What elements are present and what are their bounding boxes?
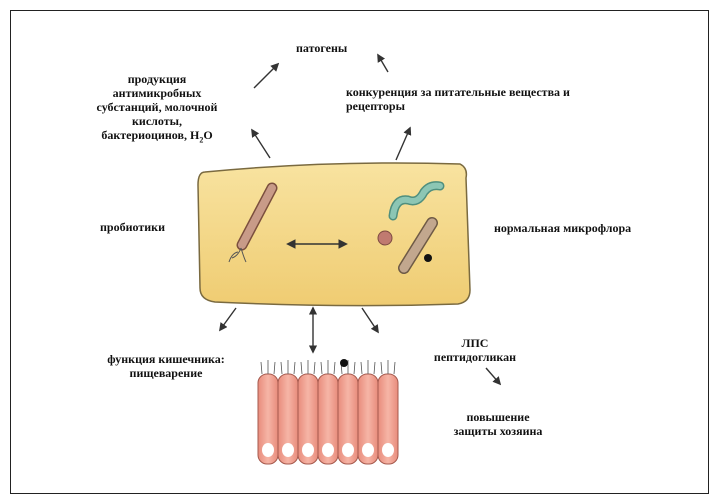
particle-dot-epithelium (340, 359, 348, 367)
label-products-line-1: продукция (82, 72, 232, 86)
label-products-line-2: антимикробных (82, 86, 232, 100)
label-lps-line-2: пептидогликан (420, 350, 530, 364)
label-defense: повышение защиты хозяина (438, 410, 558, 438)
label-competition-line-1: конкуренция за питательные вещества и (346, 85, 626, 99)
arrow-to-products (252, 130, 270, 158)
label-normal-flora: нормальная микрофлора (494, 221, 631, 235)
arrow-to-competition (396, 128, 410, 160)
arrow-to-defense (486, 368, 500, 384)
label-products: продукция антимикробных субстанций, моло… (82, 72, 232, 147)
arrow-to-lps (362, 308, 378, 332)
label-products-line-4: кислоты, (82, 114, 232, 128)
label-probiotics: пробиотики (100, 220, 165, 234)
arrow-to-pathogens (254, 64, 278, 88)
label-lps: ЛПС пептидогликан (420, 336, 530, 364)
label-products-line-3: субстанций, молочной (82, 100, 232, 114)
arrow-competition-to-pathogens (378, 55, 388, 72)
particle-dot (424, 254, 432, 262)
label-defense-line-2: защиты хозяина (438, 424, 558, 438)
intestinal-epithelium (258, 360, 398, 464)
label-gut-function: функция кишечника: пищеварение (96, 352, 236, 380)
label-defense-line-1: повышение (438, 410, 558, 424)
label-products-line-5: бактериоцинов, H2O (82, 128, 232, 147)
coccus-icon (378, 231, 392, 245)
arrow-to-gut-function (220, 308, 236, 330)
label-pathogens: патогены (296, 41, 347, 55)
label-gut-function-line-1: функция кишечника: (96, 352, 236, 366)
label-competition-line-2: рецепторы (346, 99, 626, 113)
label-lps-line-1: ЛПС (420, 336, 530, 350)
label-gut-function-line-2: пищеварение (96, 366, 236, 380)
label-competition: конкуренция за питательные вещества и ре… (346, 85, 626, 113)
